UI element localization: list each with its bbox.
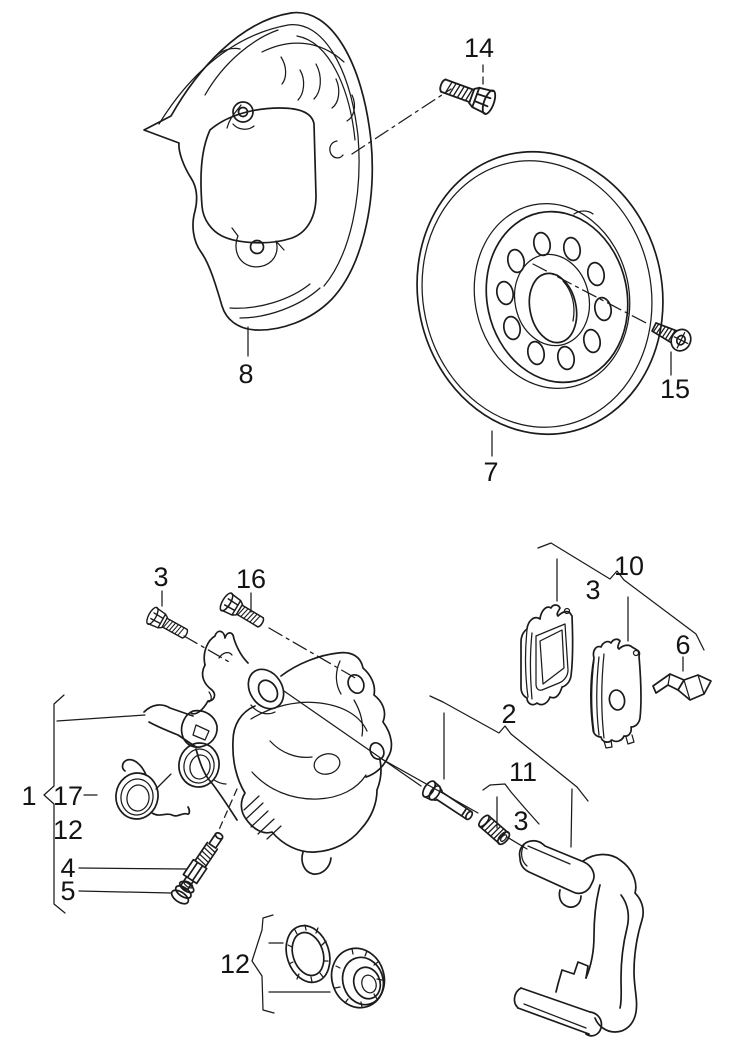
callout-3-pad: 3 [585,575,600,605]
leader-label4 [78,867,188,870]
leader-spring [155,773,172,790]
callout-2: 2 [501,699,516,729]
callout-4: 4 [60,853,75,883]
return-spring [115,758,191,820]
caliper-carrier [513,839,645,1037]
hub-bolt [435,72,499,117]
callout-11: 11 [509,757,537,787]
leader-lug-to-sleeve [379,757,479,814]
callout-7: 7 [483,457,498,487]
leader-plate-to-bolt14 [351,88,452,155]
callout-15: 15 [660,374,690,404]
callout-16: 16 [236,564,266,594]
leader-group2-carrier [570,788,573,848]
carrier-bolt [217,590,269,633]
callout-12-kit: 12 [53,815,83,845]
callout-5: 5 [60,876,75,906]
callout-17: 17 [53,781,83,811]
bracket-group10 [537,542,705,651]
bracket-group2 [429,695,589,802]
inner-brake-pad [520,604,574,706]
leader-sleeve-to-carrier [506,836,528,850]
axis-bolt16 [268,627,358,680]
pad-retaining-spring [652,673,712,701]
leader-label5 [78,890,172,894]
callout-14: 14 [464,33,494,63]
wheel-bolt-holes [495,231,613,371]
axis-bolt3 [183,635,232,664]
seal-kit [251,914,386,1014]
callout-8: 8 [238,359,253,389]
leader-caliper-to-bleeder [217,788,238,833]
bracket-group11 [482,783,540,825]
callout-3-sleeve: 3 [513,806,528,836]
caliper-bolt [143,605,192,644]
guide-pin [421,780,474,821]
callout-1: 1 [21,781,36,811]
callout-10: 10 [614,551,644,581]
callout-6: 6 [675,630,690,660]
splash-shield [143,11,374,331]
leader-group1 [56,714,146,722]
guide-sleeve [478,814,511,846]
leader-boss-to-pin [283,690,422,787]
leader-disc-to-screw15 [532,263,651,326]
brake-disc [416,150,664,436]
bleeder-cap [170,880,195,905]
callout-12-seal: 12 [220,949,250,979]
outer-brake-pad [590,638,642,749]
brake-caliper [143,630,393,875]
callout-3-caliper-bolt: 3 [153,562,168,592]
bracket-group1 [43,694,66,914]
